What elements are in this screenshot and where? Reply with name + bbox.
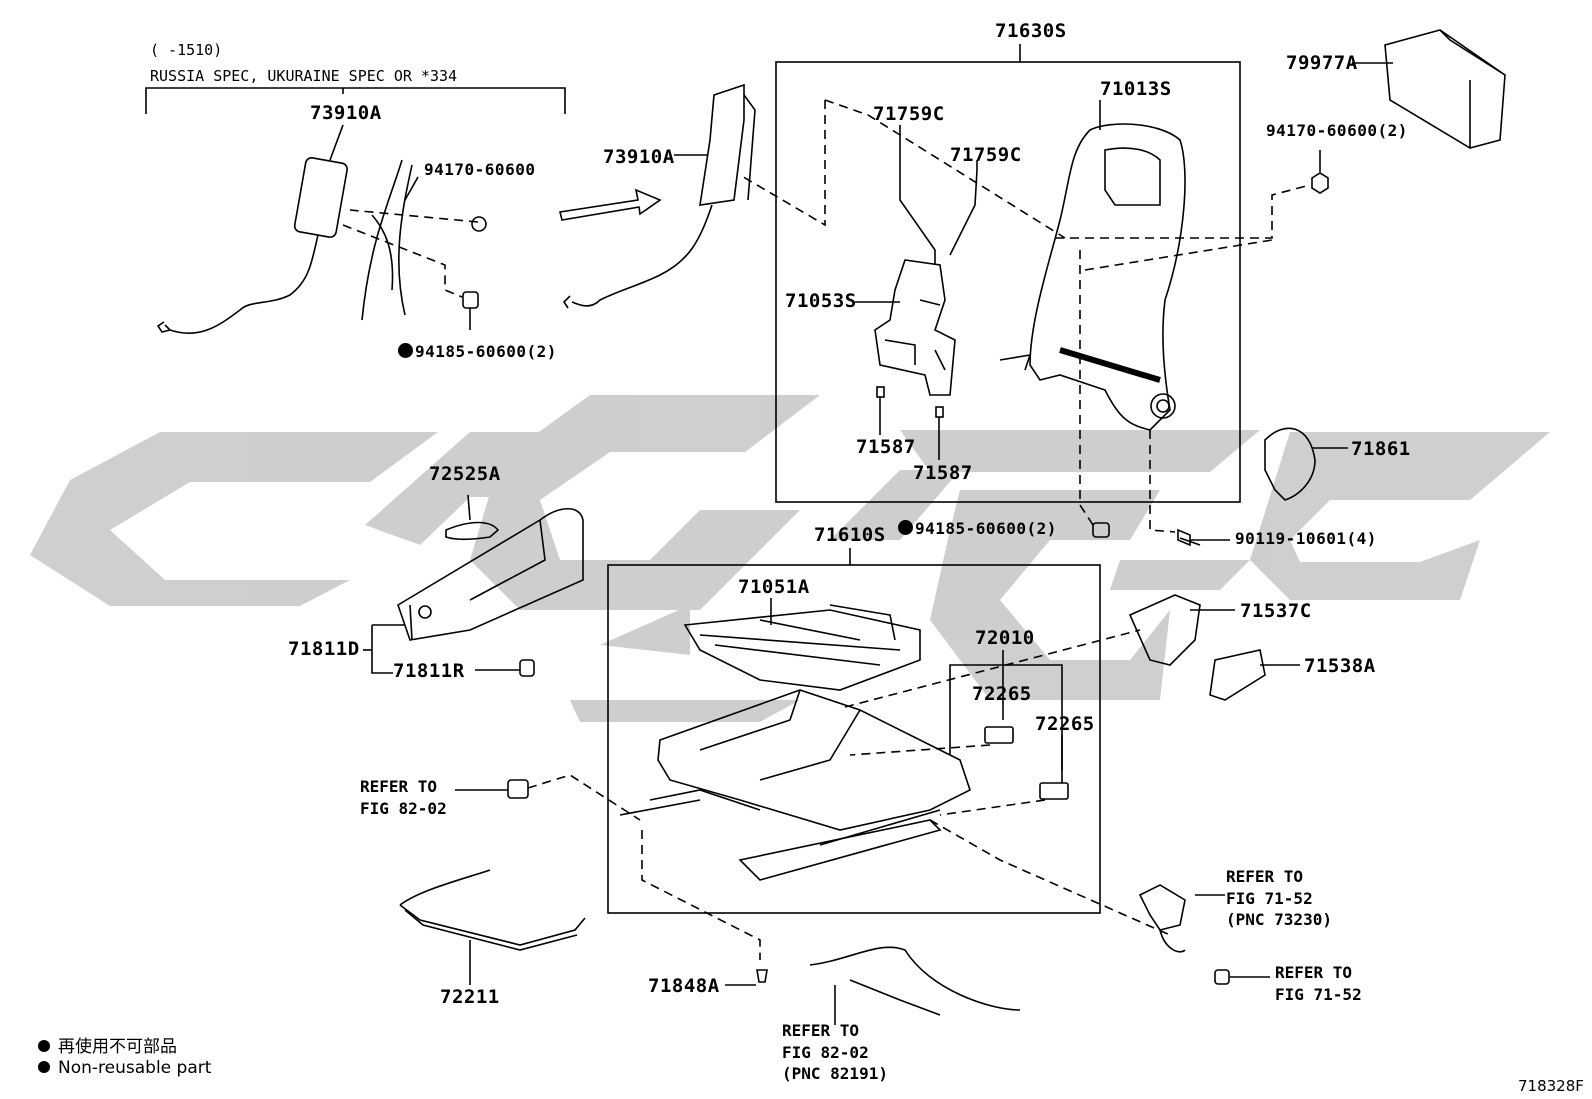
side-airbag-left <box>156 124 348 334</box>
lumbar-panel <box>874 259 956 396</box>
assembly-box-71610s <box>607 564 1101 914</box>
callout-71759c-2: 71759C <box>950 144 1022 166</box>
callout-90119: 90119-10601(4) <box>1235 529 1377 548</box>
callout-94185-left: 94185-60600(2) <box>398 343 557 360</box>
callout-71013s: 71013S <box>1100 78 1172 100</box>
headrest-pad <box>1384 29 1506 149</box>
callout-79977a: 79977A <box>1286 52 1358 74</box>
figure-id: 718328F <box>1518 1077 1584 1095</box>
non-reusable-dot <box>898 520 913 535</box>
callout-72010: 72010 <box>975 627 1035 649</box>
spec-bracket <box>145 87 566 114</box>
callout-72265-2: 72265 <box>1035 713 1095 735</box>
callout-71538a: 71538A <box>1304 655 1376 677</box>
callout-73910a-right: 73910A <box>603 146 675 168</box>
assembly-box-71630s <box>775 61 1241 503</box>
callout-71861: 71861 <box>1351 438 1411 460</box>
reference-note-fig82-bottom: REFER TO FIG 82-02 (PNC 82191) <box>782 1021 888 1084</box>
callout-71759c-1: 71759C <box>873 103 945 125</box>
callout-73910a-left: 73910A <box>310 102 382 124</box>
bracket-71537c <box>1128 594 1201 666</box>
seat-belt-buckle <box>1138 884 1186 931</box>
legend-dot-icon <box>38 1061 50 1073</box>
legend-english: Non-reusable part <box>38 1058 211 1078</box>
non-reusable-dot <box>398 343 413 358</box>
bracket-71538a <box>1209 649 1266 701</box>
callout-94170-right: 94170-60600(2) <box>1266 121 1408 140</box>
seat-cushion-frame <box>619 689 971 881</box>
date-range-note: ( -1510) <box>150 41 223 59</box>
reference-note-fig71-nut: REFER TO FIG 71-52 <box>1275 963 1362 1004</box>
callout-71051a: 71051A <box>738 576 810 598</box>
side-shield <box>397 507 584 641</box>
callout-71610s: 71610S <box>814 524 886 546</box>
callout-71587-1: 71587 <box>856 436 916 458</box>
spec-note: RUSSIA SPEC, UKURAINE SPEC OR *334 <box>150 67 458 85</box>
callout-71053s: 71053S <box>785 290 857 312</box>
wire-harness <box>809 946 1021 1016</box>
trim-cover <box>1264 427 1316 501</box>
callout-94185-mid: 94185-60600(2) <box>898 520 1057 537</box>
callout-71537c: 71537C <box>1240 600 1312 622</box>
callout-72265-1: 72265 <box>972 683 1032 705</box>
direction-arrow <box>559 188 662 221</box>
callout-71630s: 71630S <box>995 20 1067 42</box>
legend-dot-icon <box>38 1040 50 1052</box>
callout-94170-left: 94170-60600 <box>424 160 536 179</box>
frame-fragment-left <box>361 159 413 321</box>
callout-71811d: 71811D <box>288 638 360 660</box>
cushion-wire <box>399 869 586 946</box>
seat-back-frame <box>999 123 1186 431</box>
side-airbag-right <box>562 83 756 309</box>
reference-note-fig71-belt: REFER TO FIG 71-52 (PNC 73230) <box>1226 867 1332 930</box>
callout-71811r: 71811R <box>393 660 465 682</box>
callout-71848a: 71848A <box>648 975 720 997</box>
reference-note-fig82-left: REFER TO FIG 82-02 <box>360 777 447 818</box>
watermark-logo <box>30 395 1550 722</box>
recliner-knob <box>445 521 500 541</box>
seat-spring-mat <box>683 604 921 691</box>
callout-71587-2: 71587 <box>913 462 973 484</box>
legend-japanese: 再使用不可部品 <box>38 1032 177 1057</box>
callout-72211: 72211 <box>440 986 500 1008</box>
callout-72525a: 72525A <box>429 463 501 485</box>
